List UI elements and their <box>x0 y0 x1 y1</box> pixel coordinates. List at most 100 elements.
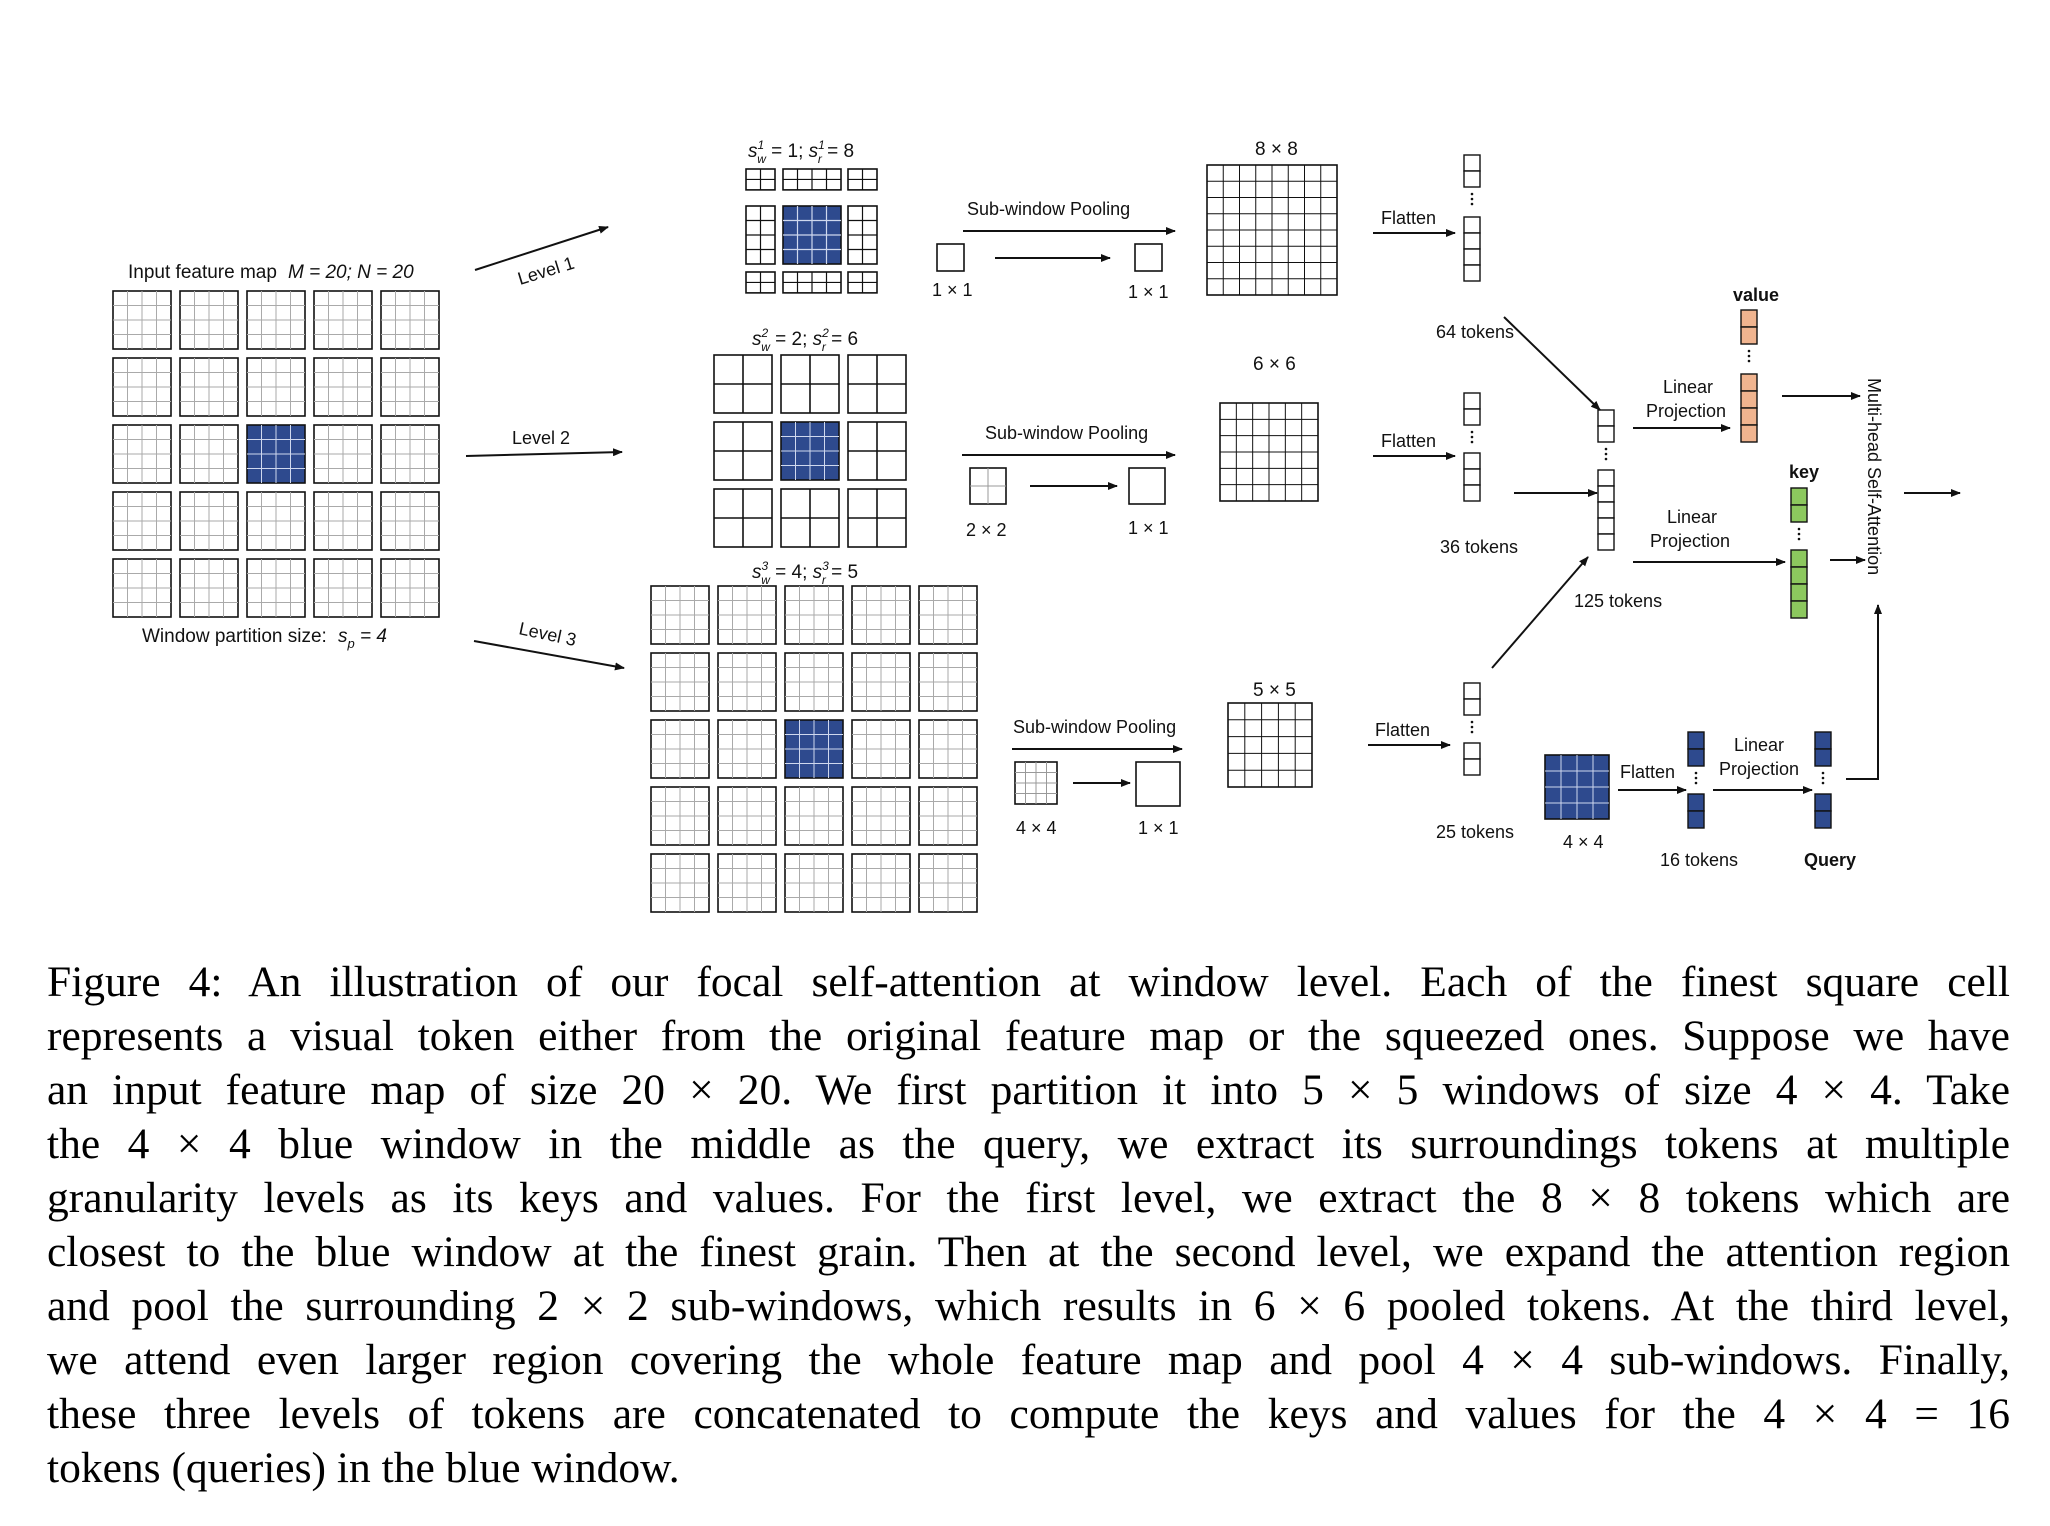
query-to-mhsa-arrow <box>1846 604 1882 780</box>
col25-token <box>1463 682 1481 700</box>
value-col-token <box>1740 424 1758 443</box>
linear-proj-key-2: Projection <box>1650 531 1730 551</box>
linear-proj-value-2: Projection <box>1646 401 1726 421</box>
col25-token <box>1463 698 1481 716</box>
key-col-token <box>1790 566 1808 585</box>
caption-line: the 4 × 4 blue window in the middle as t… <box>47 1120 2010 1168</box>
key-col-token <box>1790 600 1808 619</box>
col64-token <box>1463 248 1481 266</box>
pool-out-3: 1 × 1 <box>1138 818 1179 838</box>
level1-label: Level 1 <box>515 253 576 289</box>
pool-in-1x1 <box>936 243 965 272</box>
query-label: Query <box>1804 850 1856 870</box>
caption-line: tokens (queries) in the blue window. <box>47 1444 680 1492</box>
query-flat-col-ellipsis <box>1694 781 1698 785</box>
col125-token <box>1597 501 1615 519</box>
col125-ellipsis <box>1604 447 1608 451</box>
key-col-token <box>1790 504 1808 523</box>
flatten-label-2: Flatten <box>1381 431 1436 451</box>
tokens-label-1: 64 tokens <box>1436 322 1514 342</box>
query-col-token <box>1814 793 1832 812</box>
pooling-label-2: Sub-window Pooling <box>985 423 1148 443</box>
caption-line: we attend even larger region covering th… <box>47 1336 2010 1384</box>
query-proj-1: Linear <box>1734 735 1784 755</box>
pooled-size-1: 8 × 8 <box>1255 139 1298 160</box>
col125-token <box>1597 425 1615 443</box>
mhsa-label: Multi-head Self-Attention <box>1864 378 1884 575</box>
level2-arrow <box>465 448 623 457</box>
col64-token <box>1463 154 1481 172</box>
value-col-token <box>1740 390 1758 409</box>
col125-token <box>1597 533 1615 551</box>
key-col-token <box>1790 549 1808 568</box>
key-col-token <box>1790 583 1808 602</box>
linear-proj-value-1: Linear <box>1663 377 1713 397</box>
level3-window-grid <box>650 585 978 913</box>
pool-out-1x1 <box>1128 467 1166 505</box>
col64-token <box>1463 264 1481 282</box>
caption-line: represents a visual token either from th… <box>47 1012 2010 1060</box>
key-col-ellipsis <box>1797 527 1801 531</box>
col36-ellipsis <box>1470 440 1474 444</box>
col125-ellipsis <box>1604 452 1608 456</box>
tokens-label-3: 25 tokens <box>1436 822 1514 842</box>
caption-line: closest to the blue window at the finest… <box>47 1228 2010 1276</box>
query-window-label: 4 × 4 <box>1563 832 1604 852</box>
input-feature-map-grid <box>112 290 440 618</box>
pooling-icons <box>936 243 1181 807</box>
pool-out-1x1 <box>1135 761 1181 807</box>
value-col-token <box>1740 326 1758 345</box>
col125-ellipsis <box>1604 457 1608 461</box>
col64-ellipsis <box>1470 197 1474 201</box>
query-col-token <box>1814 748 1832 767</box>
caption-line: an input feature map of size 20 × 20. We… <box>47 1066 2010 1114</box>
pooled-grid-5x5 <box>1227 702 1313 788</box>
pooled-size-2: 6 × 6 <box>1253 354 1296 375</box>
caption-line: granularity levels as its keys and value… <box>47 1174 2010 1222</box>
caption-line: these three levels of tokens are concate… <box>47 1390 2010 1438</box>
input-title: Input feature map <box>128 262 277 283</box>
level2-window-grid <box>713 354 907 548</box>
col36-token <box>1463 392 1481 410</box>
partition-size: sp = 4 <box>338 626 387 651</box>
focal-attention-figure: Input feature map M = 20; N = 20 Window … <box>112 138 1961 913</box>
col36-token <box>1463 452 1481 470</box>
query-flat-col-token <box>1687 793 1705 812</box>
pool-out-1x1 <box>1134 243 1163 272</box>
merge-arrow-3 <box>1491 556 1589 669</box>
pooling-label-1: Sub-window Pooling <box>967 199 1130 219</box>
value-col-token <box>1740 309 1758 328</box>
col64-token <box>1463 170 1481 188</box>
key-label: key <box>1789 462 1819 482</box>
flatten-label-3: Flatten <box>1375 720 1430 740</box>
pool-in-1: 1 × 1 <box>932 280 973 300</box>
level2-label: Level 2 <box>512 428 570 448</box>
col36-token <box>1463 484 1481 502</box>
col64-token <box>1463 216 1481 234</box>
value-col-token <box>1740 373 1758 392</box>
col36-token <box>1463 468 1481 486</box>
col125-token <box>1597 409 1615 427</box>
query-col-ellipsis <box>1821 771 1825 775</box>
col36-ellipsis <box>1470 430 1474 434</box>
level1-arrow <box>474 225 609 271</box>
query-flat-col-ellipsis <box>1694 771 1698 775</box>
value-col-ellipsis <box>1747 359 1751 363</box>
query-col-token <box>1814 810 1832 829</box>
caption-line: and pool the surrounding 2 × 2 sub-windo… <box>47 1282 2010 1330</box>
col25-ellipsis <box>1470 730 1474 734</box>
pooling-label-3: Sub-window Pooling <box>1013 717 1176 737</box>
linear-proj-key-1: Linear <box>1667 507 1717 527</box>
key-col-token <box>1790 487 1808 506</box>
query-col-ellipsis <box>1821 776 1825 780</box>
flatten-label-1: Flatten <box>1381 208 1436 228</box>
pooled-grids <box>1206 164 1338 788</box>
col64-ellipsis <box>1470 192 1474 196</box>
pool-in-3: 4 × 4 <box>1016 818 1057 838</box>
col125-token <box>1597 469 1615 487</box>
value-col-ellipsis <box>1747 354 1751 358</box>
value-col-token <box>1740 407 1758 426</box>
token-columns <box>1463 154 1832 829</box>
